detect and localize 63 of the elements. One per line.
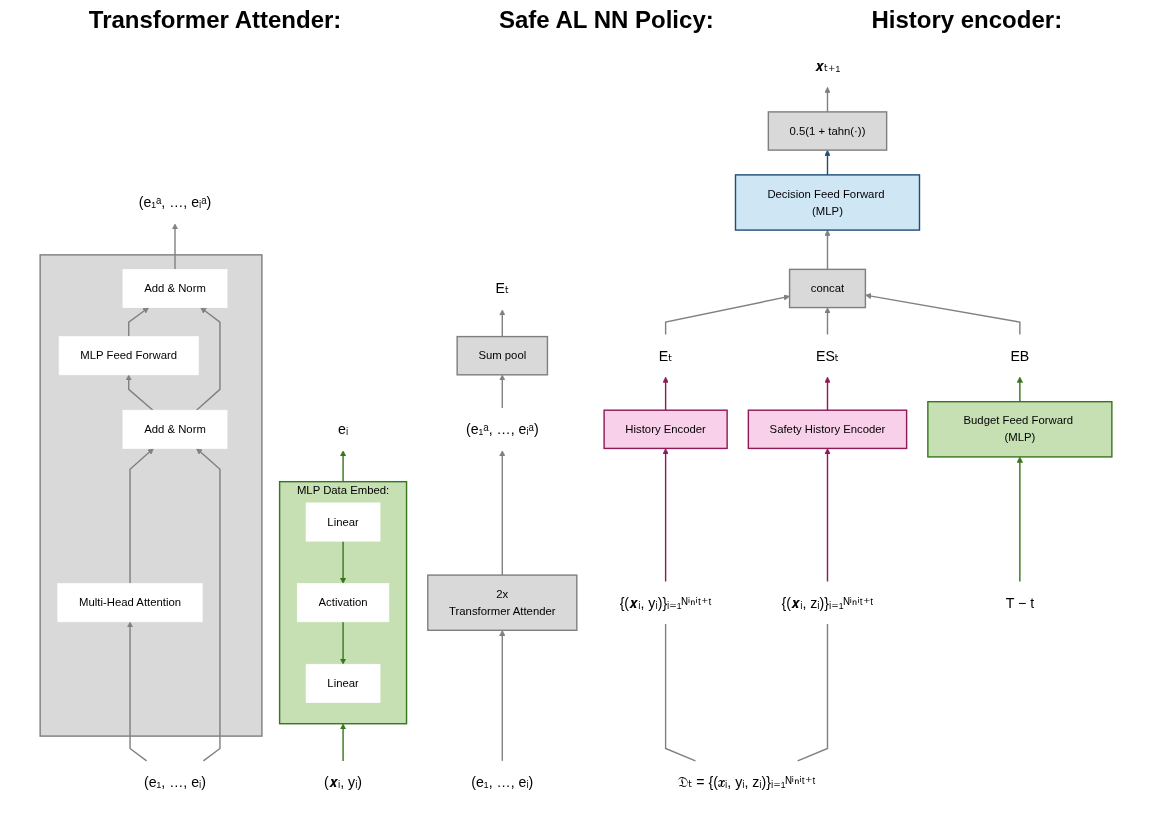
node-text: Eₜ <box>494 280 509 297</box>
arrow <box>823 376 831 411</box>
node-box: Sum pool <box>455 335 548 376</box>
node-box: concat <box>788 268 866 309</box>
node-box: Linear <box>305 663 380 703</box>
arrow <box>664 294 790 336</box>
arrow <box>498 374 505 409</box>
arrow <box>823 229 831 271</box>
node-box: Activation <box>296 583 389 623</box>
connector <box>664 623 696 762</box>
arrow <box>823 448 831 583</box>
arrow <box>498 630 505 762</box>
section-heading: Transformer Attender: <box>88 6 342 34</box>
node-box: Decision Feed Forward (MLP) <box>734 174 920 231</box>
arrow <box>662 376 669 411</box>
arrow <box>128 448 154 585</box>
node-text: 𝔇ₜ = {(𝒙ᵢ, yᵢ, zᵢ)}ᵢ₌₁ᴺⁱⁿⁱᵗ⁺ᵗ <box>677 774 816 790</box>
node-text: Eₜ <box>658 347 672 364</box>
node-text: ESₜ <box>815 347 839 364</box>
arrow <box>823 149 831 176</box>
node-text: (e₁, …, eᵢ) <box>470 774 533 790</box>
arrow <box>339 621 346 665</box>
arrow <box>339 540 346 584</box>
section-heading: History encoder: <box>871 6 1063 34</box>
node-text: (e₁ᵃ, …, eᵢᵃ) <box>138 194 211 211</box>
arrow <box>823 307 831 336</box>
node-text: {(𝒙ᵢ, zᵢ)}ᵢ₌₁ᴺⁱⁿⁱᵗ⁺ᵗ <box>781 594 873 611</box>
node-text: eᵢ <box>337 421 348 438</box>
arrow <box>662 448 669 583</box>
node-box: MLP Feed Forward <box>58 336 199 376</box>
node-box: Add & Norm <box>122 409 227 449</box>
node-box: Add & Norm <box>122 269 227 308</box>
arrow <box>498 450 505 576</box>
node-text: {(𝒙ᵢ, yᵢ)}ᵢ₌₁ᴺⁱⁿⁱᵗ⁺ᵗ <box>619 594 712 611</box>
cluster <box>38 254 263 737</box>
arrow <box>195 307 221 411</box>
node-text: T − t <box>1005 594 1034 611</box>
arrow <box>125 374 154 411</box>
arrow <box>339 450 346 483</box>
node-box: Linear <box>305 502 380 542</box>
node-box: Safety History Encoder <box>747 409 907 450</box>
node-text: (e₁, …, eᵢ) <box>143 774 206 790</box>
arrow <box>864 293 1021 336</box>
node-box: History Encoder <box>602 409 728 450</box>
node-text: (e₁ᵃ, …, eᵢᵃ) <box>465 421 539 438</box>
arrow <box>171 223 178 271</box>
node-box: Multi-Head Attention <box>56 583 203 623</box>
node-text: EB <box>1009 347 1029 364</box>
section-heading: Safe AL NN Policy: <box>499 6 714 34</box>
arrow <box>823 86 831 113</box>
node-text: 𝒙ₜ₊₁ <box>814 58 840 74</box>
arrow <box>195 448 221 762</box>
arrow <box>126 621 147 762</box>
node-box: 2x Transformer Attender <box>426 574 577 631</box>
arrow <box>127 307 149 338</box>
connector <box>796 623 828 762</box>
arrow <box>339 723 346 762</box>
node-box: Budget Feed Forward (MLP) <box>926 401 1113 458</box>
arrow <box>1016 456 1023 583</box>
node-text: (𝒙ᵢ, yᵢ) <box>323 774 362 790</box>
node-box: 0.5(1 + tahn(·)) <box>767 111 887 151</box>
arrow <box>498 309 505 338</box>
arrow <box>1016 376 1023 403</box>
